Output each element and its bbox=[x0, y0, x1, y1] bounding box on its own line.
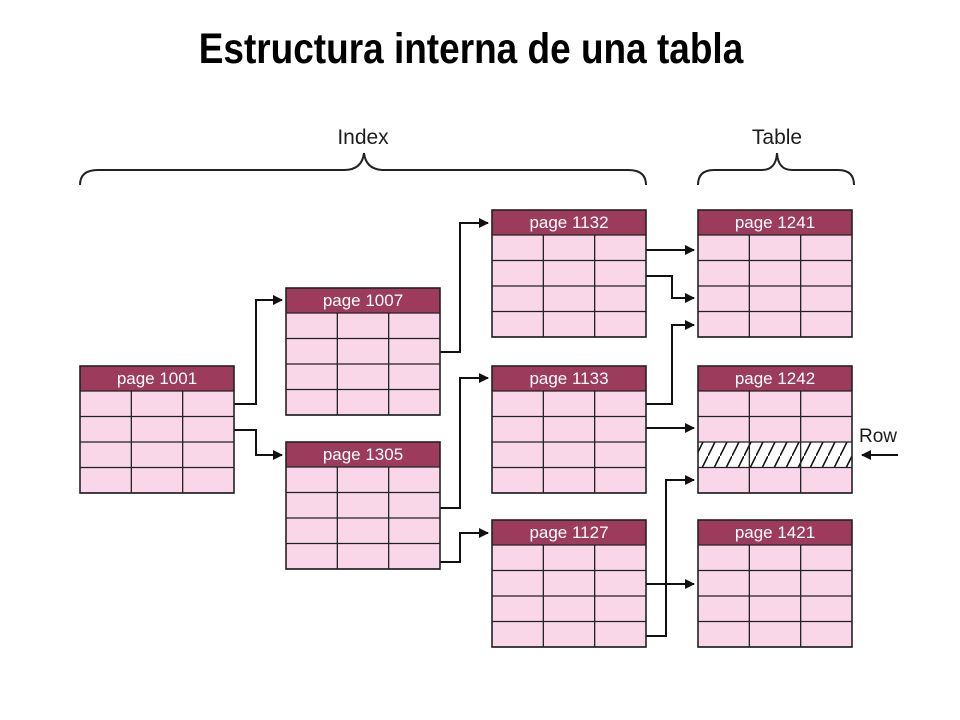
link-arrow-1133-to-1241 bbox=[646, 320, 695, 405]
page-border bbox=[79, 365, 235, 494]
page-block-1241: page 1241 bbox=[697, 209, 853, 338]
link-arrow-1127-to-1242 bbox=[646, 475, 695, 637]
link-arrow-1001-to-1007 bbox=[234, 295, 283, 405]
table-brace bbox=[697, 152, 855, 186]
page-label: page 1132 bbox=[529, 213, 608, 232]
page-label: page 1001 bbox=[117, 369, 197, 388]
page-border bbox=[491, 519, 647, 648]
page-header bbox=[492, 366, 646, 391]
page-block-1001: page 1001 bbox=[79, 365, 235, 494]
link-arrow-1132-to-1241 bbox=[646, 275, 695, 303]
page-block-1421: page 1421 bbox=[697, 519, 853, 648]
link-arrows bbox=[234, 218, 695, 637]
page-border bbox=[697, 365, 853, 494]
page-block-1133: page 1133 bbox=[491, 365, 647, 494]
link-arrow-1305-to-1127 bbox=[440, 528, 489, 563]
index-brace bbox=[79, 152, 647, 186]
table-brace-label: Table bbox=[752, 126, 802, 149]
page-label: page 1007 bbox=[323, 291, 403, 310]
page-header bbox=[286, 442, 440, 467]
page-blocks: page 1001 page 1007 page 1305 page 1132 page… bbox=[79, 209, 853, 648]
page-label: page 1242 bbox=[735, 369, 815, 388]
page-label: page 1305 bbox=[323, 445, 403, 464]
page-title: Estructura interna de una tabla bbox=[198, 25, 744, 73]
link-arrow-1001-to-1305 bbox=[234, 429, 283, 460]
page-header bbox=[698, 210, 852, 235]
page-header bbox=[492, 210, 646, 235]
page-header bbox=[286, 288, 440, 313]
page-header bbox=[492, 520, 646, 545]
page-label: page 1133 bbox=[529, 369, 608, 388]
page-block-1007: page 1007 bbox=[285, 287, 441, 416]
page-border bbox=[491, 209, 647, 338]
link-arrow-1305-to-1133 bbox=[440, 373, 489, 509]
page-header bbox=[698, 366, 852, 391]
page-label: page 1241 bbox=[735, 213, 815, 232]
page-header bbox=[698, 520, 852, 545]
page-border bbox=[697, 519, 853, 648]
index-brace-label: Index bbox=[337, 126, 389, 149]
highlighted-row bbox=[698, 442, 852, 468]
row-pointer-label: Row bbox=[859, 426, 897, 447]
page-label: page 1421 bbox=[735, 523, 815, 542]
page-border bbox=[285, 287, 441, 416]
link-arrow-1007-to-1132 bbox=[440, 218, 489, 353]
page-header bbox=[80, 366, 234, 391]
page-block-1242: page 1242 bbox=[697, 365, 853, 494]
page-block-1132: page 1132 bbox=[491, 209, 647, 338]
page-border bbox=[285, 441, 441, 570]
page-block-1127: page 1127 bbox=[491, 519, 647, 648]
page-label: page 1127 bbox=[529, 523, 608, 542]
page-border bbox=[697, 209, 853, 338]
page-border bbox=[491, 365, 647, 494]
page-block-1305: page 1305 bbox=[285, 441, 441, 570]
